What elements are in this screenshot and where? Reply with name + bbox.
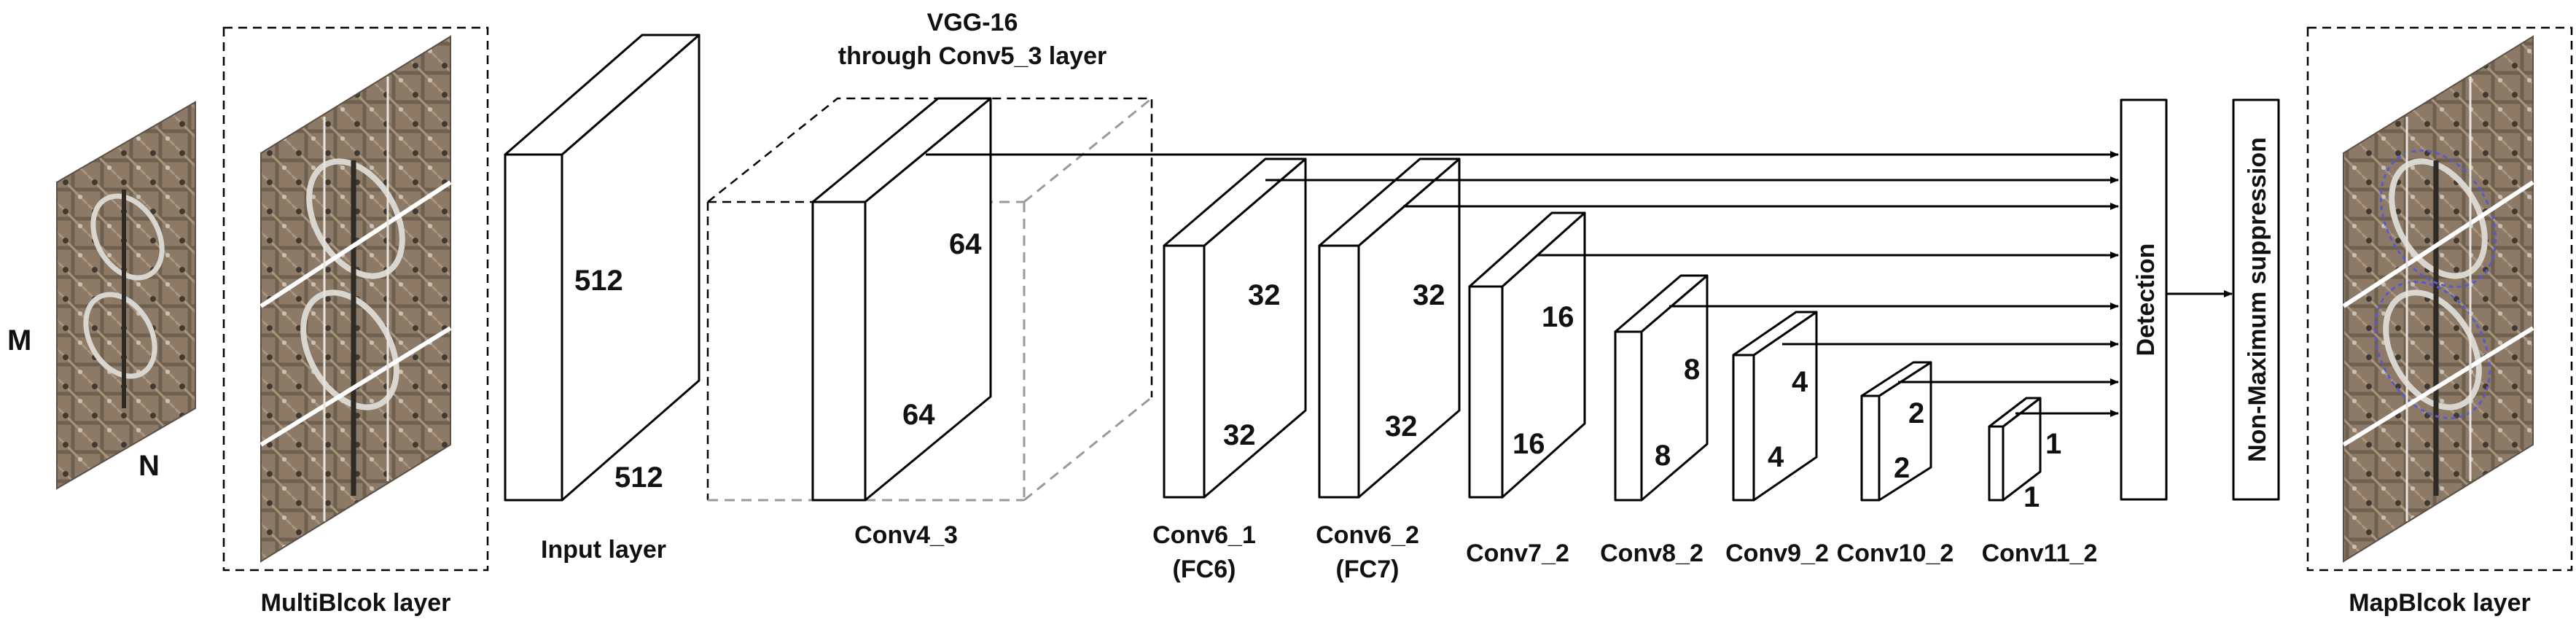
conv6-1-height-label: 32 [1248,279,1281,311]
vgg-dashed-top [707,97,1153,397]
fc7-label: (FC7) [1336,556,1400,583]
nms-box [2232,98,2280,501]
conv8-2-height-label: 8 [1684,354,1700,386]
multiblock-label: MultiBlcok layer [261,589,451,617]
conv10-2-block [1860,361,1932,502]
conv6-1-width-label: 32 [1223,419,1256,451]
conv4-3-width-label: 64 [902,399,935,431]
conv7-2-height-label: 16 [1542,301,1574,333]
conv11-2-label: Conv11_2 [1982,540,2098,567]
conv6-1-label: Conv6_1 [1152,521,1256,549]
dim-m-label: M [7,324,31,357]
vgg-grey-diagonal-top [1023,97,1152,203]
detection-box [2120,98,2168,501]
fc6-label: (FC6) [1173,556,1236,583]
conv9-2-width-label: 4 [1768,441,1784,473]
conv4-3-height-label: 64 [949,228,982,260]
conv4-3-label: Conv4_3 [854,521,958,549]
input-layer-block [504,34,700,502]
conv9-2-label: Conv9_2 [1725,540,1829,567]
conv9-2-height-label: 4 [1792,366,1808,398]
detection-label: Detection [2132,244,2160,357]
conv6-2-height-label: 32 [1413,279,1445,311]
conv6-2-label: Conv6_2 [1316,521,1419,549]
conv8-2-label: Conv8_2 [1600,540,1703,567]
conv7-2-width-label: 16 [1513,428,1545,460]
mapblock-frame [2306,26,2573,572]
multiblock-frame [222,26,489,572]
conv7-2-block [1468,211,1586,499]
conv7-2-label: Conv7_2 [1466,540,1569,567]
multiblock-image [259,35,452,563]
conv6-2-block [1318,157,1461,499]
conv10-2-label: Conv10_2 [1837,540,1954,567]
conv11-2-width-label: 1 [2023,481,2040,513]
mapblock-image [2342,35,2534,563]
conv10-2-height-label: 2 [1908,397,1924,429]
vgg-grey-diagonal-bottom [1023,396,1152,502]
input-width-label: 512 [614,462,663,494]
input-height-label: 512 [574,265,623,297]
dim-n-label: N [138,450,160,482]
conv8-2-width-label: 8 [1655,440,1671,472]
conv9-2-block [1732,311,1818,502]
input-layer-label: Input layer [541,536,666,564]
mapblock-label: MapBlcok layer [2349,589,2530,617]
conv4-3-block [811,97,992,502]
feature-arrows [926,151,2119,417]
input-image [56,101,196,490]
vgg-title-line1: VGG-16 [927,9,1018,36]
vgg-title-line2: through Conv5_3 layer [838,42,1106,70]
nms-label: Non-Maximum suppression [2244,137,2271,462]
conv11-2-block [1988,397,2042,502]
conv11-2-height-label: 1 [2045,428,2061,460]
conv10-2-width-label: 2 [1894,452,1910,484]
conv6-2-width-label: 32 [1385,410,1418,443]
conv8-2-block [1614,274,1709,502]
